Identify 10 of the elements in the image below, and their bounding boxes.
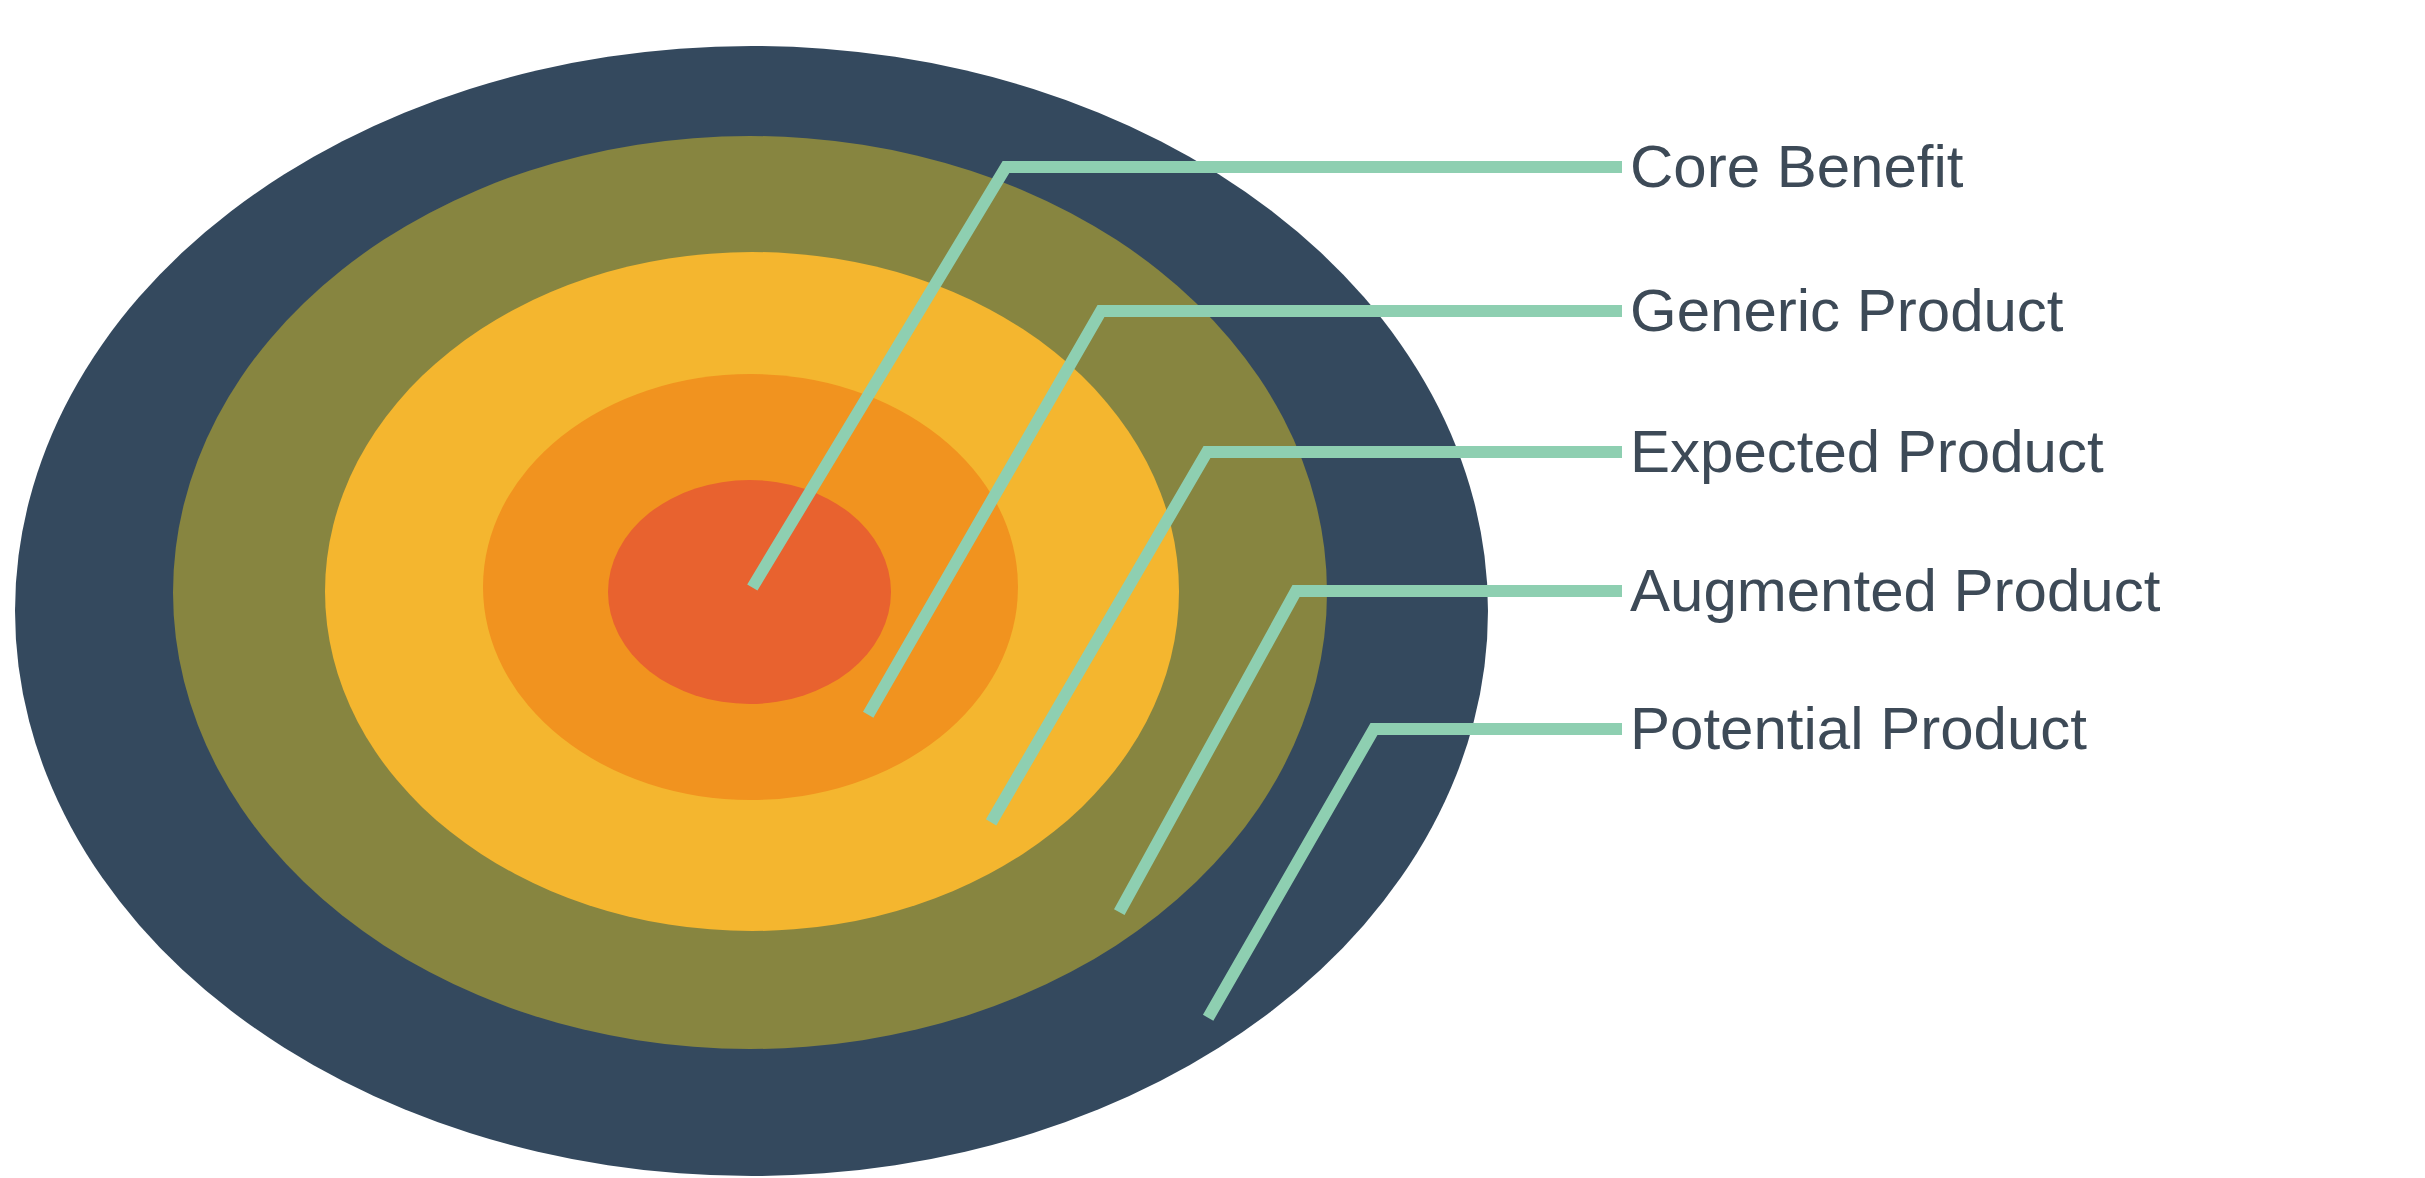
leader-line [985,446,1622,826]
layer-label: Expected Product [1630,417,2104,487]
layer-label: Potential Product [1630,694,2087,764]
layer-label: Core Benefit [1630,132,1964,202]
leader-line [1202,723,1622,1021]
leader-line [1114,585,1622,915]
layer-label: Augmented Product [1630,556,2161,626]
layer-label: Generic Product [1630,276,2064,346]
leader-line [863,305,1622,718]
leader-line [747,161,1622,591]
